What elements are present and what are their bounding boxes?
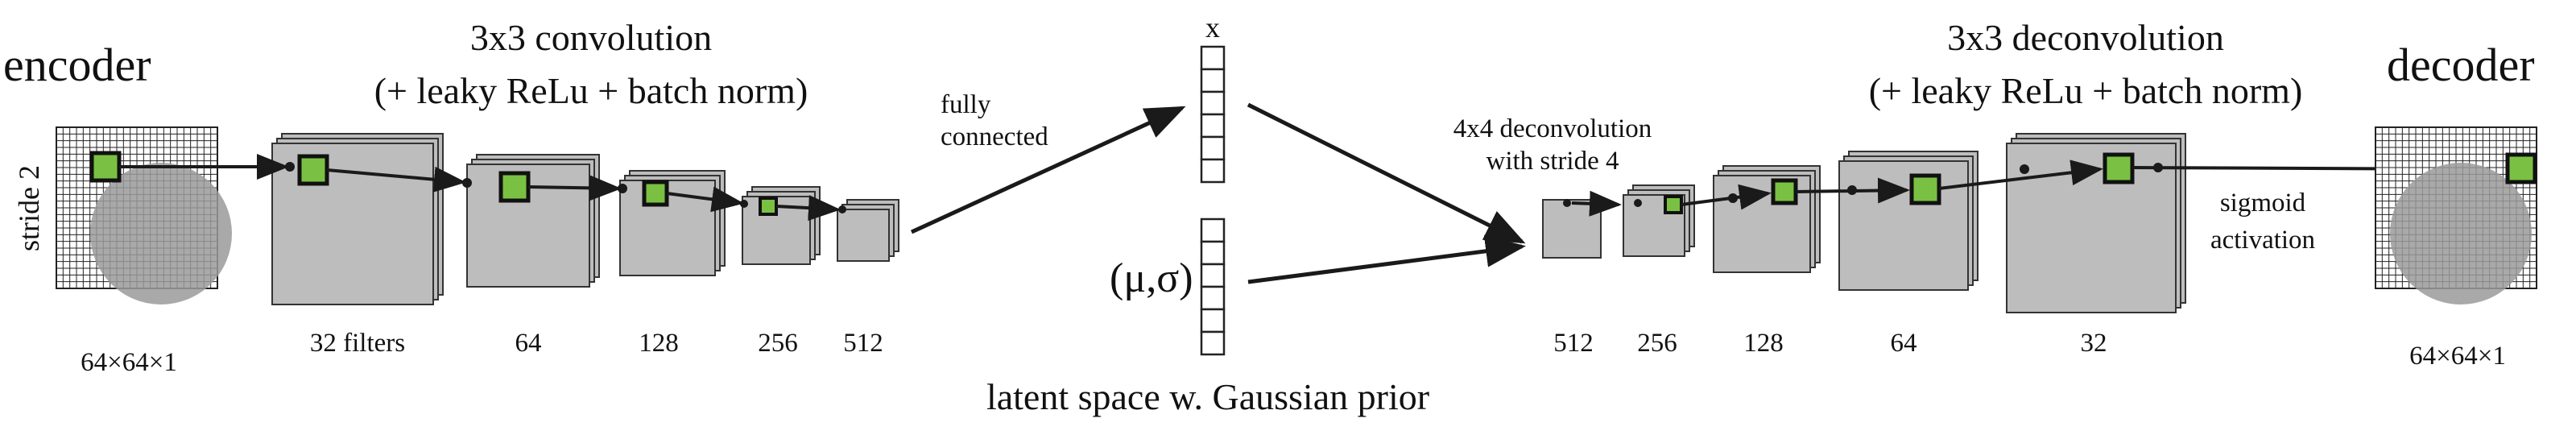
decoder-block-128-kernel bbox=[1771, 178, 1798, 205]
decoder-layer-label-64: 64 bbox=[1891, 329, 1917, 358]
decoder-block-128 bbox=[1713, 165, 1821, 273]
encoder-title: encoder bbox=[3, 39, 151, 91]
decoder-block-512-front bbox=[1542, 199, 1602, 259]
encoder-block-512-layer-front bbox=[837, 209, 890, 262]
arrow-x-to-decoder bbox=[1247, 102, 1526, 244]
latent-x-cell-5 bbox=[1200, 135, 1226, 161]
arrow-64-to-32-dot bbox=[1847, 185, 1857, 195]
input-kernel-patch bbox=[89, 151, 122, 183]
encoder-layer-label-32: 32 filters bbox=[310, 329, 405, 358]
decoder-layer-label-32: 32 bbox=[2081, 329, 2107, 358]
decoder-block-32 bbox=[2006, 133, 2186, 313]
latent-ms-cell-4 bbox=[1200, 285, 1226, 311]
decoder-block-64-layer-front bbox=[1838, 160, 1969, 291]
stride-label: stride 2 bbox=[13, 165, 45, 251]
latent-space-caption: latent space w. Gaussian prior bbox=[986, 376, 1429, 417]
arrow-32-origin-dot bbox=[2020, 164, 2029, 174]
encoder-block-32-layer-front bbox=[271, 143, 434, 305]
arrow-32-to-output-dot bbox=[2153, 163, 2163, 172]
arrow-64-to-128-dot bbox=[618, 184, 627, 193]
fully-connected-line2: connected bbox=[941, 122, 1048, 151]
fully-connected-line1: fully bbox=[941, 90, 991, 119]
output-kernel-patch bbox=[2505, 152, 2537, 184]
encoder-block-32-kernel bbox=[297, 154, 329, 186]
encoder-layer-label-256: 256 bbox=[758, 329, 798, 358]
encoder-arrows bbox=[119, 154, 846, 222]
encoder-layer-label-512: 512 bbox=[843, 329, 883, 358]
arrow-256-to-128 bbox=[1681, 184, 1772, 210]
output-blob bbox=[2390, 163, 2532, 304]
encoder-conv-title: 3x3 convolution bbox=[470, 17, 712, 58]
decoder-block-64 bbox=[1838, 151, 1979, 291]
encoder-layer-label-128: 128 bbox=[639, 329, 679, 358]
input-dims-label: 64×64×1 bbox=[81, 348, 177, 377]
arrow-input-to-32-dot bbox=[285, 162, 295, 172]
arrow-512-to-256 bbox=[1571, 190, 1622, 217]
sigmoid-line1: sigmoid bbox=[2220, 188, 2306, 218]
deconv4-line2: with stride 4 bbox=[1486, 147, 1619, 176]
decoder-layer-label-128: 128 bbox=[1743, 329, 1784, 358]
arrow-128-to-256 bbox=[666, 186, 744, 213]
sigmoid-line2: activation bbox=[2210, 226, 2315, 255]
output-image-grid bbox=[2375, 126, 2537, 304]
deconv4-line1: 4x4 deconvolution bbox=[1453, 114, 1652, 143]
encoder-conv-subtitle: (+ leaky ReLu + batch norm) bbox=[374, 70, 808, 111]
latent-x-vector bbox=[1200, 45, 1226, 184]
arrow-musigma-to-decoder bbox=[1247, 234, 1526, 284]
latent-musigma-vector bbox=[1200, 218, 1226, 356]
latent-x-label: x bbox=[1205, 11, 1220, 44]
decoder-block-32-kernel bbox=[2103, 152, 2135, 184]
arrow-256-to-512-dot bbox=[838, 205, 846, 213]
latent-x-cell-3 bbox=[1200, 90, 1226, 116]
arrow-32-to-64 bbox=[326, 166, 466, 193]
latent-ms-cell-5 bbox=[1200, 308, 1226, 334]
encoder-block-512 bbox=[837, 199, 899, 262]
latent-musigma-label: (μ,σ) bbox=[1110, 255, 1193, 301]
arrow-256-to-512 bbox=[775, 195, 841, 222]
decoder-block-256 bbox=[1623, 184, 1695, 257]
arrow-64-to-32 bbox=[1938, 160, 2103, 190]
latent-ms-cell-1 bbox=[1200, 218, 1226, 243]
encoder-block-256-kernel bbox=[759, 197, 778, 216]
latent-x-cell-6 bbox=[1200, 158, 1226, 184]
decoder-layer-label-512: 512 bbox=[1553, 329, 1594, 358]
output-dims-label: 64×64×1 bbox=[2409, 342, 2506, 371]
decoder-block-256-kernel bbox=[1664, 195, 1683, 214]
decoder-conv-subtitle: (+ leaky ReLu + batch norm) bbox=[1869, 70, 2303, 111]
latent-ms-cell-2 bbox=[1200, 240, 1226, 266]
decoder-title: decoder bbox=[2387, 39, 2535, 91]
latent-x-cell-2 bbox=[1200, 68, 1226, 93]
input-image-grid bbox=[56, 126, 232, 304]
arrow-128-to-64-dot bbox=[1728, 193, 1738, 203]
arrow-128-to-256-dot bbox=[740, 200, 748, 208]
encoder-block-64 bbox=[466, 154, 600, 288]
decoder-layer-label-256: 256 bbox=[1637, 329, 1677, 358]
arrow-fully-connected bbox=[910, 106, 1186, 234]
input-blob bbox=[90, 163, 232, 304]
latent-x-cell-1 bbox=[1200, 45, 1226, 71]
decoder-conv-title: 3x3 deconvolution bbox=[1947, 17, 2224, 58]
encoder-block-64-kernel bbox=[498, 171, 531, 203]
encoder-layer-label-64: 64 bbox=[515, 329, 542, 358]
arrow-32-to-64-dot bbox=[462, 178, 472, 188]
arrow-64-to-128 bbox=[527, 175, 622, 201]
arrow-512-to-256-dot bbox=[1563, 199, 1571, 207]
arrow-256-to-128-dot bbox=[1634, 199, 1642, 207]
encoder-block-128-kernel bbox=[642, 180, 669, 207]
decoder-block-64-kernel bbox=[1909, 173, 1941, 205]
latent-arrows bbox=[910, 102, 1526, 284]
latent-ms-cell-6 bbox=[1200, 330, 1226, 356]
encoder-block-256 bbox=[742, 186, 821, 265]
latent-ms-cell-3 bbox=[1200, 263, 1226, 288]
encoder-block-128 bbox=[619, 170, 726, 276]
latent-x-cell-4 bbox=[1200, 113, 1226, 139]
decoder-block-512 bbox=[1542, 199, 1602, 259]
encoder-block-32 bbox=[271, 133, 444, 305]
